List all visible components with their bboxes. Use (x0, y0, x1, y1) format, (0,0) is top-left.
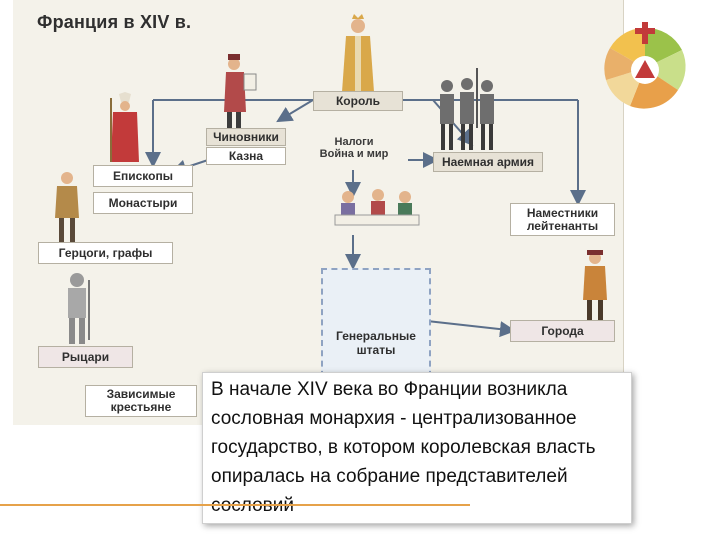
cities-box: Города (510, 320, 615, 342)
monasteries-label: Монастыри (108, 195, 178, 210)
army-box: Наемная армия (433, 152, 543, 172)
duke-figure (55, 172, 79, 244)
king-label: Король (335, 93, 380, 108)
knights-box: Рыцари (38, 346, 133, 368)
dukes-box: Герцоги, графы (38, 242, 173, 264)
church-logo-icon (604, 22, 686, 109)
governors-box: Наместники лейтенанты (510, 203, 615, 236)
officials-label: Чиновники (213, 129, 279, 144)
knight-figure (68, 273, 90, 344)
bishops-label: Епископы (113, 168, 173, 183)
monasteries-box: Монастыри (93, 192, 193, 214)
diagram-title: Франция в XIV в. (37, 12, 192, 32)
dukes-label: Герцоги, графы (58, 245, 153, 260)
treasury-box: Казна (206, 147, 286, 165)
diagram-panel: Франция в XIV в. (13, 0, 624, 425)
assembly-figure (334, 189, 420, 226)
army-figure (440, 68, 494, 150)
official-figure (224, 54, 257, 130)
peasants-box: Зависимые крестьяне (85, 385, 197, 417)
bishop-figure (110, 92, 139, 162)
governors-label: Наместники лейтенанты (526, 205, 599, 233)
knights-label: Рыцари (61, 349, 110, 364)
caption-text: В начале XIV века во Франции возникла со… (211, 379, 596, 516)
treasury-label: Казна (228, 148, 264, 163)
king-box: Король (313, 91, 403, 111)
officials-box: Чиновники (206, 128, 286, 146)
bishops-box: Епископы (93, 165, 193, 187)
king-figure (342, 14, 374, 92)
cities-label: Города (541, 323, 584, 338)
taxes-label: Налоги Война и мир (319, 136, 389, 160)
peasants-label: Зависимые крестьяне (106, 387, 176, 414)
bottom-accent-line (0, 504, 470, 506)
caption-box: В начале XIV века во Франции возникла со… (202, 372, 632, 524)
estates-general-label: Генеральные штаты (336, 329, 416, 357)
townsman-figure (583, 250, 607, 324)
army-label: Наемная армия (441, 154, 535, 169)
